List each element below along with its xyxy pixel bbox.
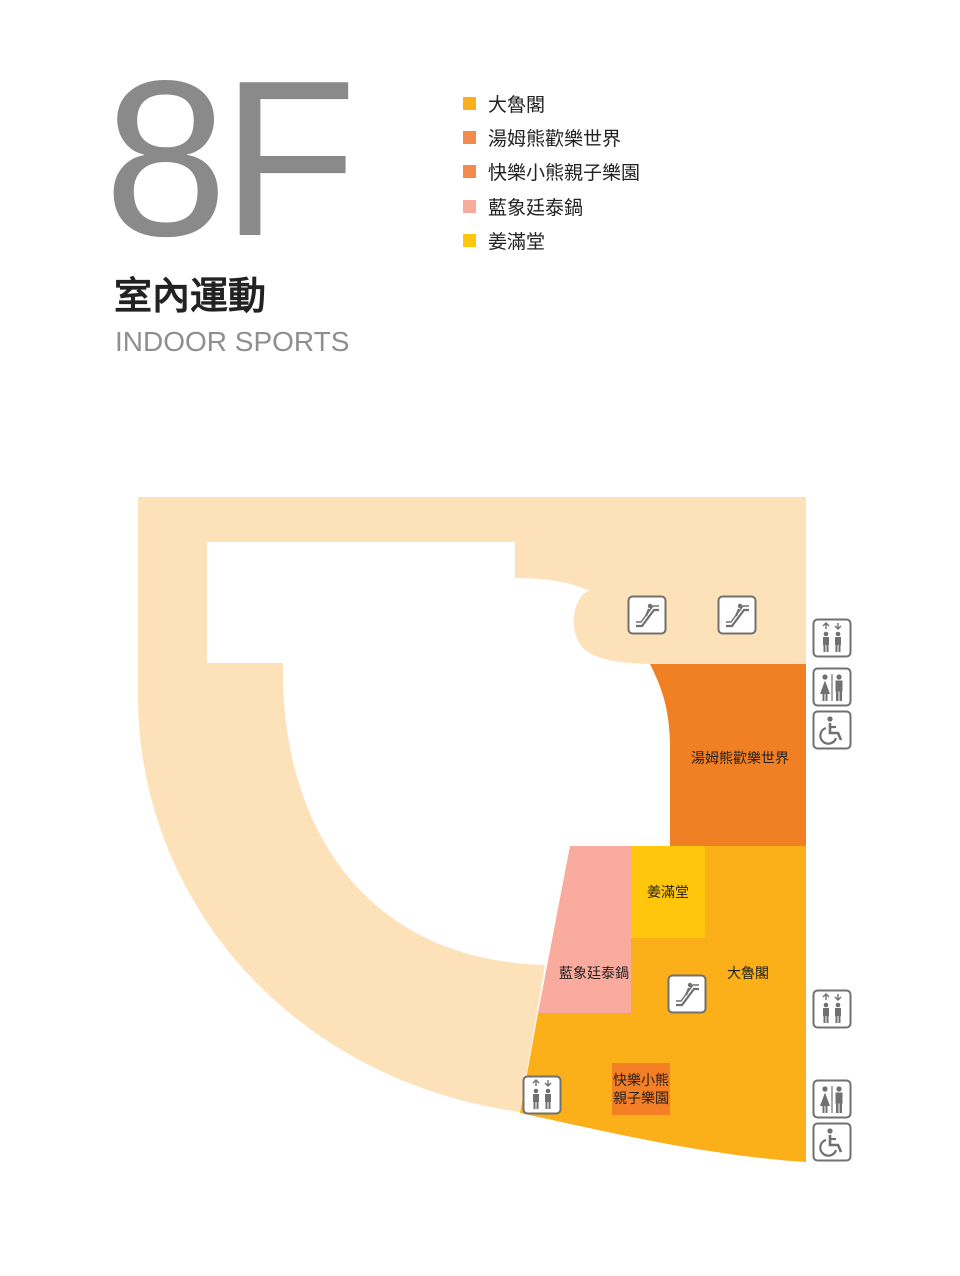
elevator-icon[interactable] (812, 989, 852, 1029)
accessible-restroom-icon[interactable] (812, 710, 852, 750)
shop-dalugo[interactable] (520, 846, 806, 1162)
shop-label-tomsworld: 湯姆熊歡樂世界 (691, 750, 789, 767)
elevator-icon[interactable] (812, 618, 852, 658)
shop-tomsworld[interactable] (650, 664, 806, 846)
legend-label: 大魯閣 (488, 93, 546, 116)
shop-label-lanxiang: 藍象廷泰鍋 (559, 966, 629, 982)
shop-jiangmantang[interactable] (631, 846, 705, 938)
floor-category-en: INDOOR SPORTS (115, 326, 350, 357)
shop-label-happybear-line2: 親子樂園 (613, 1090, 669, 1107)
shop-label-dalugo: 大魯閣 (727, 966, 769, 982)
shop-label-jiangmantang: 姜滿堂 (647, 885, 689, 901)
shop-happybear[interactable] (612, 1063, 670, 1115)
escalator-icon[interactable] (667, 974, 707, 1014)
floor-number: 8F (104, 35, 357, 283)
legend-label: 藍象廷泰鍋 (488, 196, 584, 219)
shop-lanxiang[interactable] (538, 846, 631, 1013)
legend: 大魯閣 湯姆熊歡樂世界 快樂小熊親子樂園 藍象廷泰鍋 姜滿堂 (463, 86, 640, 257)
legend-swatch (463, 233, 476, 247)
legend-swatch (463, 165, 476, 179)
legend-item-tomsworld: 湯姆熊歡樂世界 (463, 120, 640, 154)
legend-item-jiangmantang: 姜滿堂 (463, 223, 640, 257)
escalator-icon[interactable] (627, 595, 667, 635)
shop-label-happybear-line1: 快樂小熊 (613, 1072, 669, 1089)
escalator-icon[interactable] (717, 595, 757, 635)
legend-swatch (463, 130, 476, 144)
legend-swatch (463, 96, 476, 110)
floor-category-zh: 室內運動 (114, 274, 267, 318)
elevator-icon[interactable] (522, 1075, 562, 1115)
legend-label: 姜滿堂 (488, 230, 546, 253)
public-corridor (138, 497, 806, 1112)
legend-swatch (463, 199, 476, 213)
legend-item-lanxiang: 藍象廷泰鍋 (463, 189, 640, 223)
legend-label: 湯姆熊歡樂世界 (488, 127, 622, 150)
legend-item-happybear: 快樂小熊親子樂園 (463, 155, 640, 189)
legend-item-dalugo: 大魯閣 (463, 86, 640, 120)
accessible-restroom-icon[interactable] (812, 1122, 852, 1162)
restroom-icon[interactable] (812, 1079, 852, 1119)
restroom-icon[interactable] (812, 667, 852, 707)
legend-label: 快樂小熊親子樂園 (488, 162, 641, 185)
